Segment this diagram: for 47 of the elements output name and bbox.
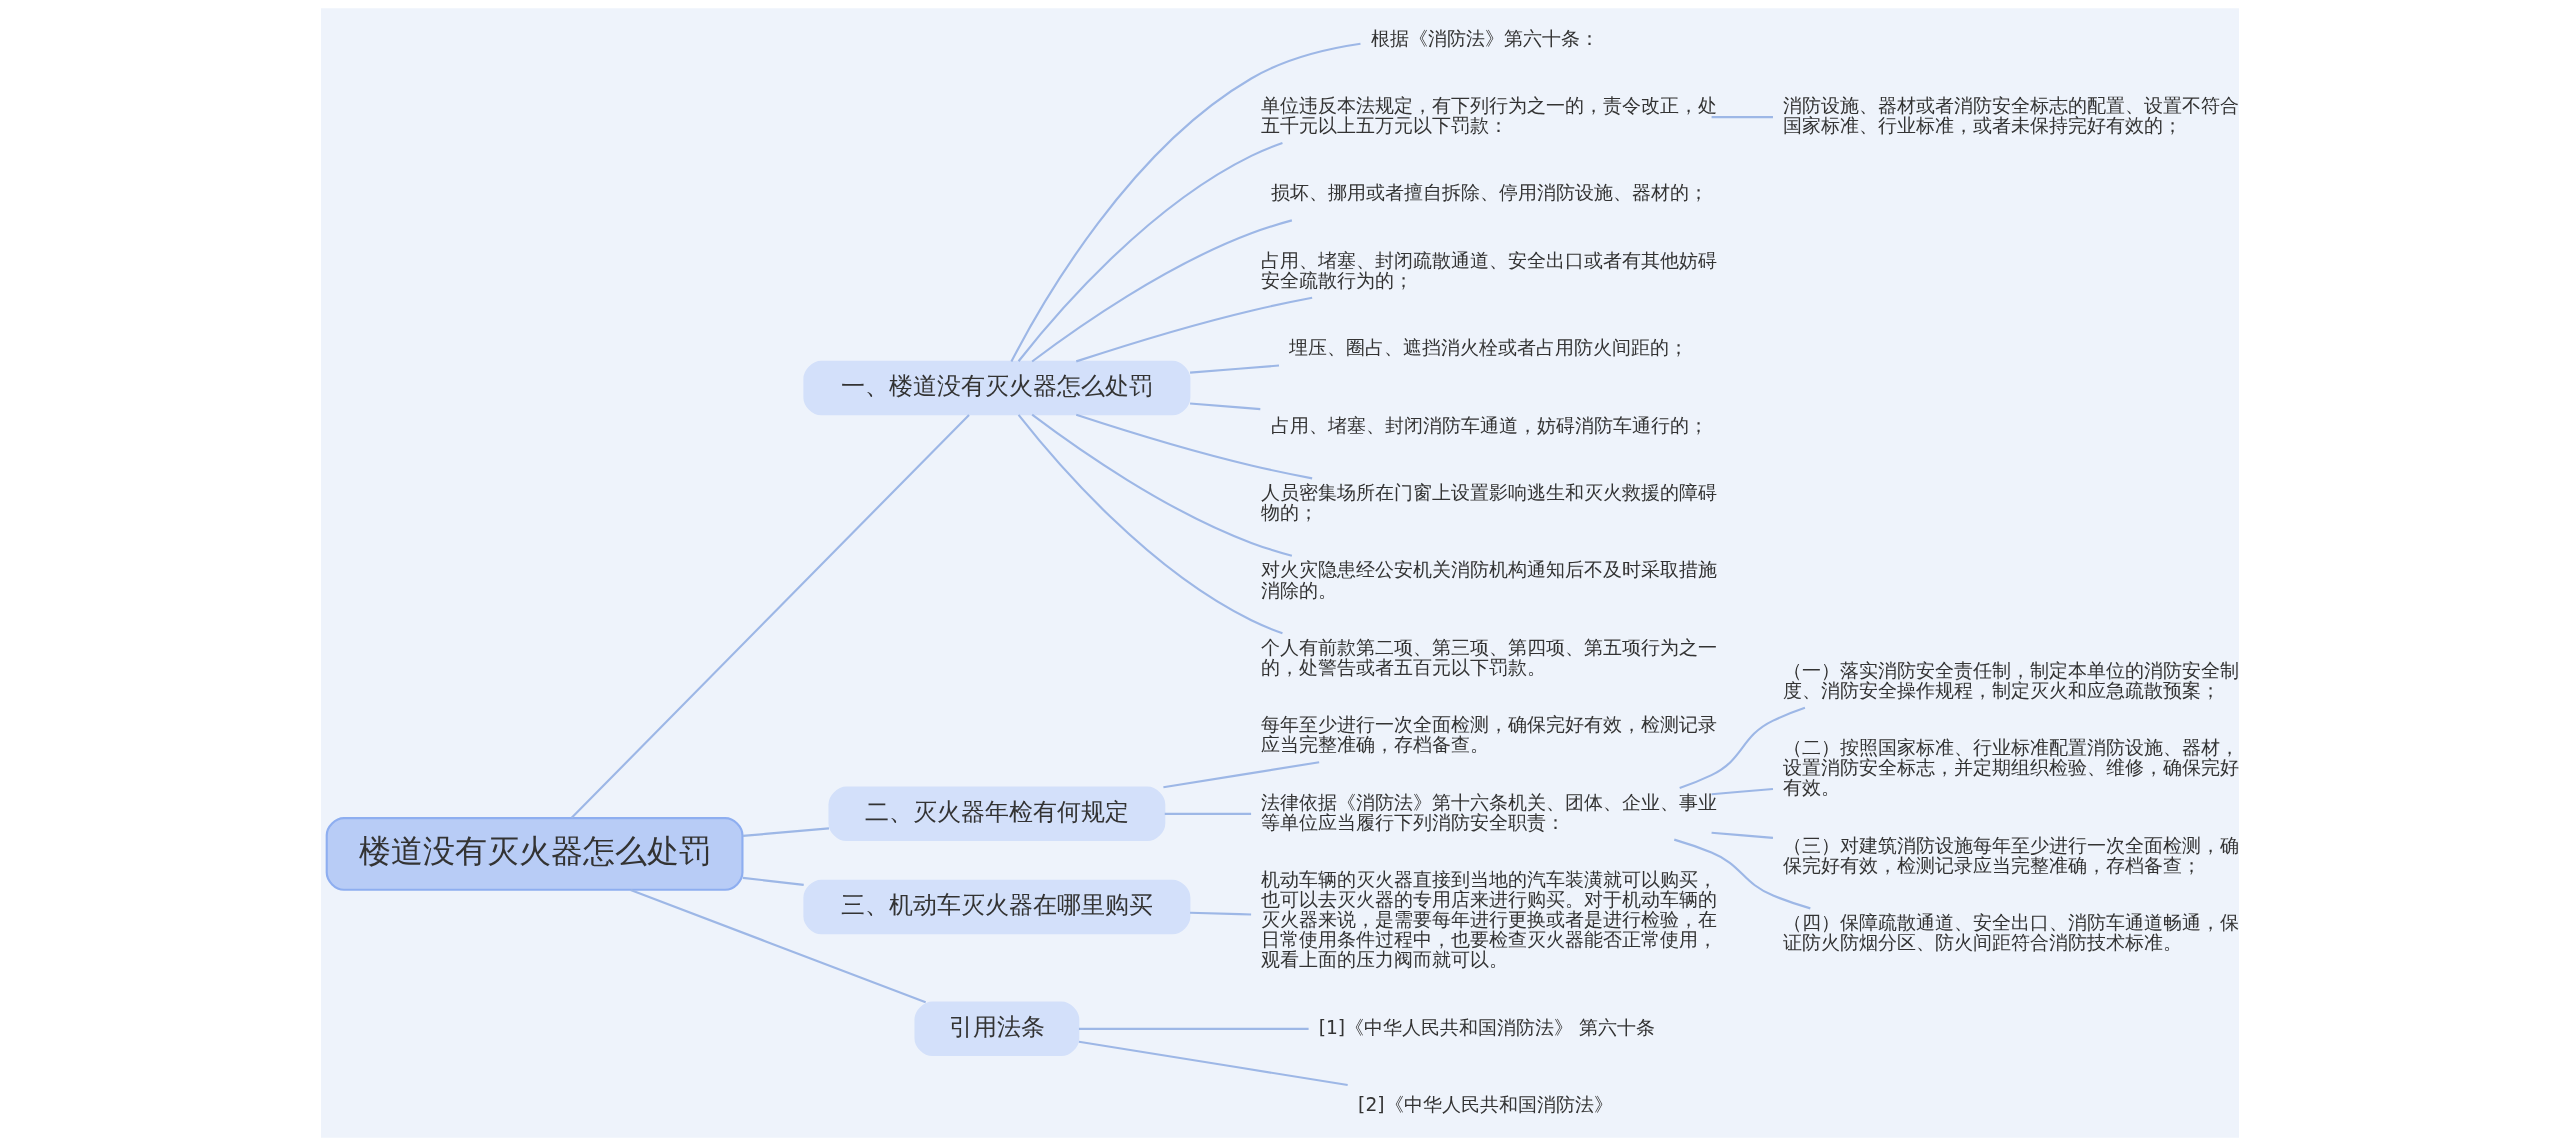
connector	[570, 414, 970, 819]
node-text: 消防设施、器材或者消防安全标志的配置、设置不符合国家标准、行业标准，或者未保持完好有效的；	[1783, 94, 2240, 137]
connector	[742, 876, 804, 886]
node-box: 楼道没有灭火器怎么处罚	[325, 817, 744, 891]
connector	[1189, 364, 1280, 374]
node-text: [2]《中华人民共和国消防法》	[1358, 1094, 1613, 1116]
node-text: （一）落实消防安全责任制，制定本单位的消防安全制度、消防安全操作规程，制定灭火和应急疏散预案；	[1783, 659, 2240, 701]
connector	[1711, 831, 1774, 839]
node-text: 对火灾隐患经公安机关消防机构通知后不及时采取措施消除的。	[1261, 559, 1718, 601]
connector	[1017, 141, 1283, 362]
node-text: 埋压、圈占、遮挡消火栓或者占用防火间距的；	[1289, 337, 1689, 359]
connector	[1075, 296, 1313, 363]
node-text: 法律依据《消防法》第十六条机关、团体、企业、事业等单位应当履行下列消防安全职责：	[1261, 791, 1718, 833]
node-text: 每年至少进行一次全面检测，确保完好有效，检测记录应当完整准确，存档备查。	[1261, 714, 1718, 756]
node-text: （三）对建筑消防设施每年至少进行一次全面检测，确保完好有效，检测记录应当完整准确，存档备查；	[1783, 834, 2240, 876]
connector	[1163, 761, 1320, 789]
node-text: 占用、堵塞、封闭消防车通道，妨碍消防车通行的；	[1270, 414, 1708, 436]
node-box: 三、机动车灭火器在哪里购买	[803, 879, 1191, 935]
connector	[1078, 1040, 1348, 1087]
connector	[1189, 402, 1261, 411]
connector	[1164, 812, 1252, 815]
node-text: （二）按照国家标准、行业标准配置消防设施、器材，设置消防安全标志，并定期组织检验、维修，确保完好有效。	[1783, 737, 2240, 799]
node-box: 引用法条	[914, 1001, 1080, 1057]
connector	[1031, 219, 1293, 363]
connector	[1031, 413, 1293, 557]
connector	[1017, 414, 1283, 635]
node-text: 损坏、挪用或者擅自拆除、停用消防设施、器材的；	[1270, 182, 1708, 204]
connector	[1190, 911, 1252, 916]
node-text: 根据《消防法》第六十条：	[1371, 27, 1600, 49]
connector	[1010, 42, 1361, 363]
connector	[1711, 116, 1773, 119]
node-text: 人员密集场所在门窗上设置影响逃生和灭火救援的障碍物的；	[1261, 482, 1718, 524]
connector	[630, 889, 927, 1004]
connector	[1075, 413, 1313, 480]
connector	[1679, 706, 1806, 789]
node-text: 占用、堵塞、封闭疏散通道、安全出口或者有其他妨碍安全疏散行为的；	[1261, 249, 1718, 291]
connector	[1673, 838, 1811, 910]
node-text: [1]《中华人民共和国消防法》 第六十条	[1318, 1016, 1656, 1038]
connector	[1711, 787, 1774, 796]
node-text: （四）保障疏散通道、安全出口、消防车通道畅通，保证防火防烟分区、防火间距符合消防技术标准。	[1783, 912, 2240, 954]
node-box: 一、楼道没有灭火器怎么处罚	[803, 360, 1191, 416]
node-text: 个人有前款第二项、第三项、第四项、第五项行为之一的，处警告或者五百元以下罚款。	[1261, 636, 1718, 678]
connector	[1078, 1027, 1309, 1030]
node-text: 单位违反本法规定，有下列行为之一的，责令改正，处五千元以上五万元以下罚款：	[1261, 94, 1718, 137]
node-text: 机动车辆的灭火器直接到当地的汽车装潢就可以购买，也可以去灭火器的专用店来进行购买。对于机动车辆的灭火器来说，是需要每年进行更换或者是进行检验，在日常使用条件过程中，也要检查灭火器能否正常使用，观看上面的压力阀而就可以。	[1261, 869, 1718, 971]
connector	[742, 827, 830, 837]
node-box: 二、灭火器年检有何规定	[828, 786, 1166, 842]
